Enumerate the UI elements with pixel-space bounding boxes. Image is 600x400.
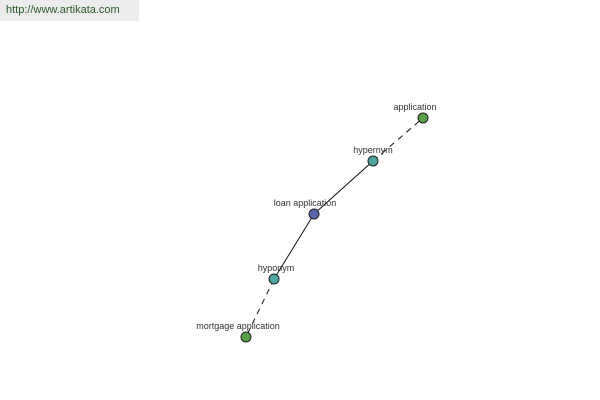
node-label-loan-application: loan application [274, 198, 337, 208]
node-marker-hyponym[interactable] [268, 273, 280, 285]
node-label-hyponym: hyponym [258, 263, 295, 273]
node-marker-mortgage-application[interactable] [240, 331, 252, 343]
edge-loan-application-to-hypernym [313, 160, 374, 215]
edges-layer [245, 117, 424, 338]
node-marker-hypernym[interactable] [367, 155, 379, 167]
node-loan-application[interactable]: loan application [274, 198, 337, 220]
node-label-mortgage-application: mortgage application [196, 321, 280, 331]
nodes-layer: application hypernym loan application hypon… [196, 102, 437, 343]
source-url-watermark[interactable]: http://www.artikata.com [0, 0, 139, 21]
node-application[interactable]: application [393, 102, 437, 124]
node-marker-application[interactable] [417, 112, 429, 124]
node-hyponym[interactable]: hyponym [258, 263, 295, 285]
node-label-hypernym: hypernym [353, 145, 393, 155]
node-label-application: application [393, 102, 436, 112]
edge-loan-application-to-hyponym [273, 213, 315, 280]
node-hypernym[interactable]: hypernym [353, 145, 393, 167]
node-marker-loan-application[interactable] [308, 208, 320, 220]
node-mortgage-application[interactable]: mortgage application [196, 321, 280, 343]
